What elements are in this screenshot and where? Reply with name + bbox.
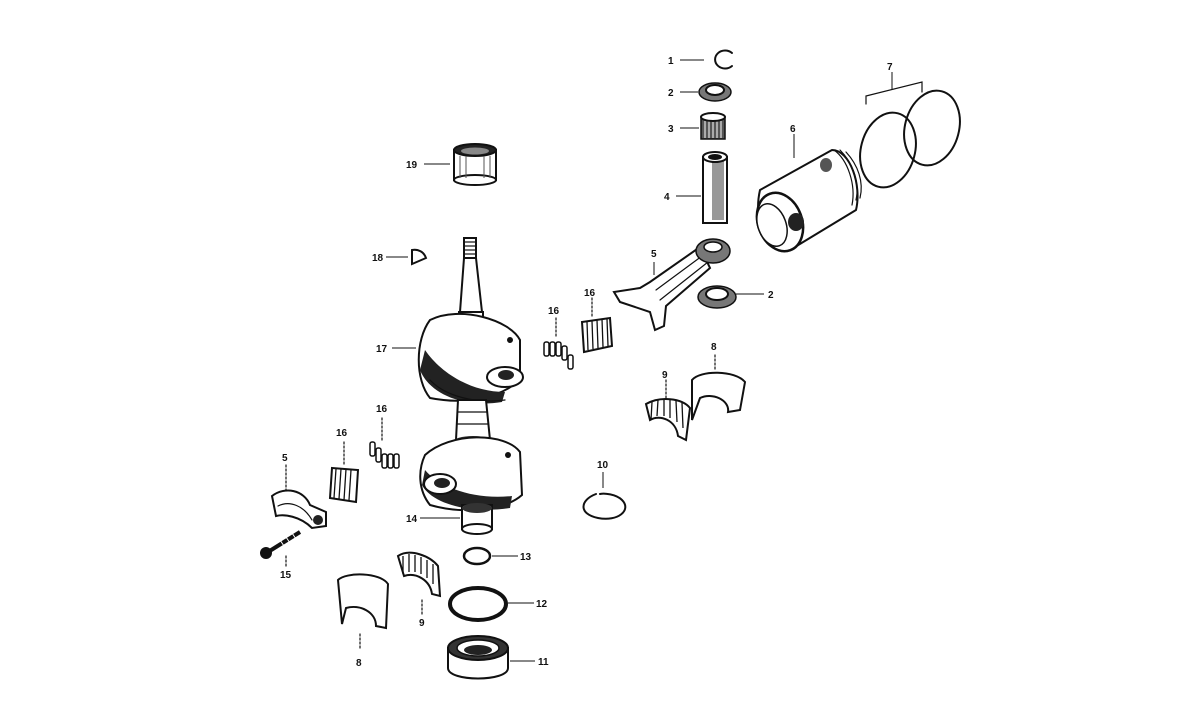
part-6-piston [755,134,862,253]
part-9-bearing-cage-left [396,551,442,615]
label-16-rollers-left: 16 [376,404,388,415]
label-15: 15 [280,570,292,581]
part-8-bearing-shell-right [691,354,747,421]
label-14: 14 [406,514,418,525]
part-18-woodruff-key [386,248,428,266]
part-9-bearing-cage-right [644,379,692,442]
part-10-retaining-ring [582,472,627,520]
label-5-cap: 5 [282,453,288,464]
label-13: 13 [520,552,532,563]
label-12: 12 [536,599,548,610]
label-16-bearing-upper: 16 [584,288,596,299]
label-16-rollers-upper: 16 [548,306,560,317]
label-2-lower: 2 [768,290,774,301]
label-2-top: 2 [668,88,674,99]
part-5-rod-cap [270,464,327,530]
label-4: 4 [664,192,670,203]
part-13-o-ring [462,546,518,566]
part-3-needle-bearing [680,112,726,140]
part-5-connecting-rod [612,238,731,332]
part-15-rod-screw [260,530,302,567]
label-10: 10 [597,460,609,471]
label-18: 18 [372,253,384,264]
part-16-bearing-half-left [328,441,360,504]
label-7: 7 [887,62,893,73]
part-12-seal-ring [448,586,534,622]
label-11: 11 [538,657,549,668]
label-5-rod: 5 [651,249,657,260]
label-9-right: 9 [662,370,668,381]
part-2-thrust-washer-top [680,82,732,102]
label-17: 17 [376,344,388,355]
part-4-piston-pin [676,151,728,224]
label-6: 6 [790,124,796,135]
part-8-bearing-shell-left [336,573,390,651]
label-1: 1 [668,56,674,67]
label-8-left: 8 [356,658,362,669]
label-8-right: 8 [711,342,717,353]
label-9-left: 9 [419,618,425,629]
part-7-piston-rings [859,72,961,189]
part-19-bearing [424,143,497,186]
part-16-needle-rollers-left [369,417,400,469]
part-11-ball-bearing [447,635,535,680]
label-16-bearing-left: 16 [336,428,348,439]
part-1-retaining-ring [680,49,733,70]
callout-labels: 1 2 3 4 5 2 6 7 19 18 17 16 16 8 9 10 16… [280,56,893,669]
label-19: 19 [406,160,418,171]
part-17-crankshaft [392,237,524,535]
part-2-thrust-washer-lower [697,285,764,309]
part-16-needle-rollers-upper [543,317,574,370]
part-16-bearing-half-upper [580,297,614,354]
label-3: 3 [668,124,674,135]
